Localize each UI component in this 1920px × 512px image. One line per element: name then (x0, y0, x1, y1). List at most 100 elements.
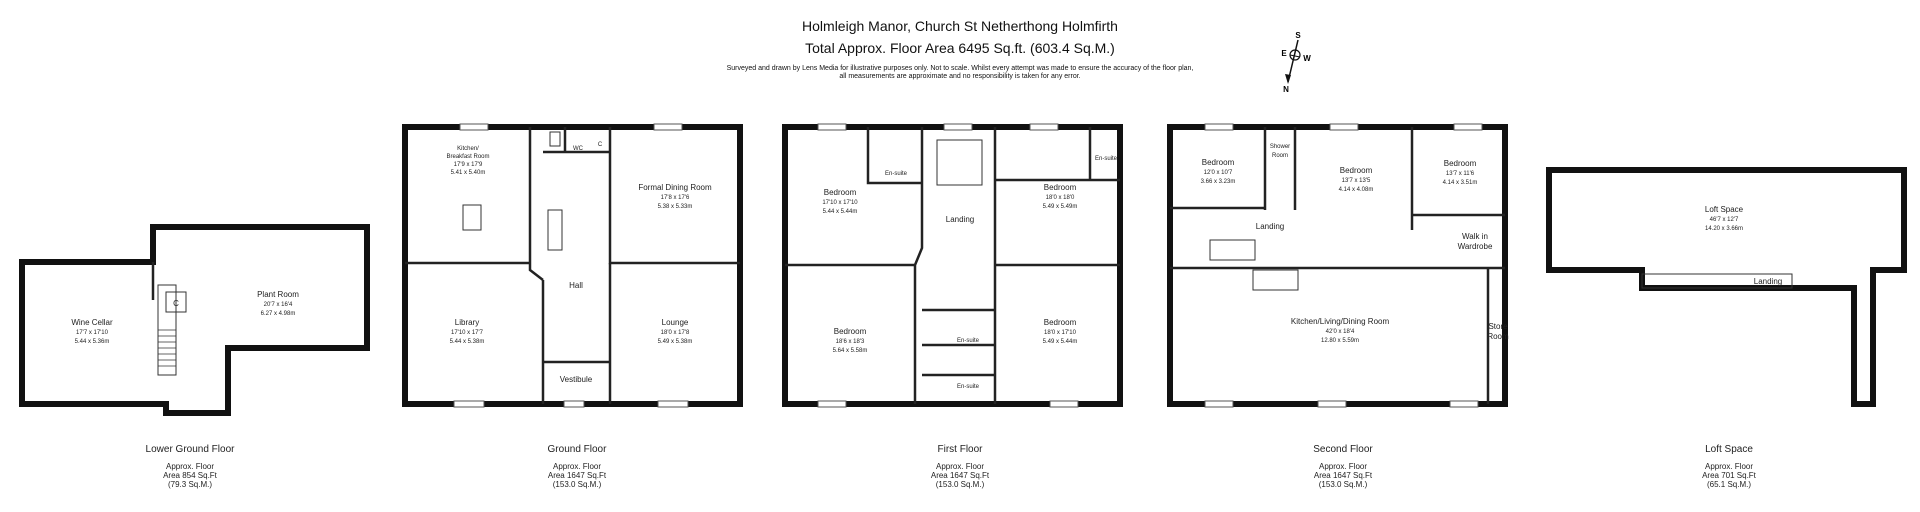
caption-ground-area: Area 1647 Sq.Ft (548, 471, 607, 480)
total-floor-area: Total Approx. Floor Area 6495 Sq.ft. (60… (805, 40, 1115, 56)
ff-ensuite-1-label: En-suite (885, 171, 908, 177)
plan-title: Holmleigh Manor, Church St Netherthong H… (802, 18, 1118, 34)
second-outline (1167, 124, 1508, 407)
caption-first-name: First Floor (938, 444, 984, 455)
wine-cellar-label: Wine Cellar (71, 318, 113, 327)
second-floor-plan: Bedroom 12'0 x 10'7 3.66 x 3.23m Shower … (1167, 123, 1509, 408)
compass-w: W (1303, 54, 1311, 63)
ff-ensuite-2-label: En-suite (1095, 156, 1118, 162)
kitchen-living-dim-metric: 12.80 x 5.59m (1321, 338, 1359, 344)
ground-stair-icon (547, 209, 563, 251)
lower-ground-outline (19, 224, 370, 416)
library-dim-imperial: 17'10 x 17'7 (451, 330, 484, 336)
ff-bedroom-1-dim-metric: 5.44 x 5.44m (823, 209, 858, 215)
library-dim-metric: 5.44 x 5.38m (450, 339, 485, 345)
ff-bedroom-4-label: Bedroom (1044, 318, 1077, 327)
compass-e: E (1281, 49, 1287, 58)
kitchen-dim-metric: 5.41 x 5.40m (451, 170, 486, 176)
library-label: Library (455, 318, 479, 327)
kitchen-label-2: Breakfast Room (446, 154, 489, 160)
ff-landing-label: Landing (946, 215, 974, 224)
caption-ground-area-m: (153.0 Sq.M.) (553, 480, 602, 489)
sf-bedroom-2-dim-imperial: 13'7 x 13'5 (1342, 178, 1371, 184)
loft-outline (1546, 167, 1907, 407)
ground-cupboard-label: C (598, 142, 603, 148)
sf-bedroom-3-dim-metric: 4.14 x 3.51m (1443, 180, 1478, 186)
caption-lower-ground-approx: Approx. Floor (166, 462, 214, 471)
caption-second-area: Area 1647 Sq.Ft (1314, 471, 1373, 480)
lower-ground-floor-plan: C Wine Cellar 17'7 x 17'10 5.44 x 5.36m … (19, 224, 370, 416)
plant-room-dim-metric: 6.27 x 4.98m (261, 311, 296, 317)
compass-icon: S E W N (1281, 31, 1311, 94)
loft-space-plan: Loft Space 46'7 x 12'7 14.20 x 3.66m Lan… (1546, 167, 1907, 407)
store-room-label: Store (1488, 322, 1508, 331)
caption-ground-name: Ground Floor (548, 444, 608, 455)
ff-ensuite-3-label: En-suite (957, 338, 980, 344)
ff-bedroom-4-dim-metric: 5.49 x 5.44m (1043, 339, 1078, 345)
loft-space-label: Loft Space (1705, 205, 1744, 214)
ff-bedroom-1-label: Bedroom (824, 188, 857, 197)
plant-room-dim-imperial: 20'7 x 16'4 (264, 302, 293, 308)
ff-bedroom-2-label: Bedroom (1044, 183, 1077, 192)
ff-bedroom-3-label: Bedroom (834, 327, 867, 336)
lg-cupboard-label: C (173, 299, 179, 308)
vestibule-label: Vestibule (560, 375, 593, 384)
walk-in-wardrobe-label: Walk in (1462, 232, 1488, 241)
floor-captions: Lower Ground Floor Approx. Floor Area 85… (146, 444, 1757, 489)
caption-loft-area-m: (65.1 Sq.M.) (1707, 480, 1751, 489)
dining-room-label: Formal Dining Room (638, 183, 712, 192)
compass-s: S (1295, 31, 1301, 40)
sf-bedroom-3-label: Bedroom (1444, 159, 1477, 168)
walk-in-wardrobe-label-2: Wardrobe (1458, 242, 1493, 251)
kitchen-label: Kitchen/ (457, 146, 479, 152)
caption-first-area-m: (153.0 Sq.M.) (936, 480, 985, 489)
caption-second-area-m: (153.0 Sq.M.) (1319, 480, 1368, 489)
sf-bedroom-2-label: Bedroom (1340, 166, 1373, 175)
shower-room-label: Shower (1270, 144, 1290, 150)
kitchen-living-dim-imperial: 42'0 x 18'4 (1326, 329, 1355, 335)
wc-toilet-icon (549, 131, 561, 147)
sf-bedroom-1-dim-metric: 3.66 x 3.23m (1201, 179, 1236, 185)
ff-bedroom-3-dim-metric: 5.64 x 5.58m (833, 348, 868, 354)
caption-lower-ground-area: Area 854 Sq.Ft (163, 471, 218, 480)
loft-space-dim-imperial: 46'7 x 12'7 (1710, 217, 1739, 223)
sf-landing-label: Landing (1256, 222, 1284, 231)
caption-first-approx: Approx. Floor (936, 462, 984, 471)
ff-bedroom-2-dim-metric: 5.49 x 5.49m (1043, 204, 1078, 210)
ff-bedroom-3-dim-imperial: 18'6 x 18'3 (836, 339, 865, 345)
wine-cellar-dim-metric: 5.44 x 5.36m (75, 339, 110, 345)
caption-lower-ground-name: Lower Ground Floor (146, 444, 236, 455)
ff-bedroom-4-dim-imperial: 18'0 x 17'10 (1044, 330, 1077, 336)
caption-second-name: Second Floor (1313, 444, 1373, 455)
ff-ensuite-4-label: En-suite (957, 384, 980, 390)
loft-landing-label: Landing (1754, 277, 1782, 286)
shower-room-label-2: Room (1272, 153, 1288, 159)
sf-bedroom-1-label: Bedroom (1202, 158, 1235, 167)
compass-n: N (1283, 85, 1289, 94)
first-stair-icon (936, 139, 983, 186)
kitchen-island (462, 204, 482, 231)
sf-bedroom-2-dim-metric: 4.14 x 4.08m (1339, 187, 1374, 193)
disclaimer-line-1: Surveyed and drawn by Lens Media for ill… (726, 65, 1194, 72)
ground-floor-plan: Kitchen/ Breakfast Room 17'9 x 17'9 5.41… (402, 123, 743, 408)
lounge-dim-imperial: 18'0 x 17'8 (661, 330, 690, 336)
caption-loft-name: Loft Space (1705, 444, 1753, 455)
wc-label: WC (573, 146, 584, 152)
kitchen-dim-imperial: 17'9 x 17'9 (454, 162, 483, 168)
sf-bedroom-3-dim-imperial: 13'7 x 11'6 (1446, 171, 1475, 177)
caption-lower-ground-area-m: (79.3 Sq.M.) (168, 480, 212, 489)
dining-room-dim-imperial: 17'8 x 17'6 (661, 195, 690, 201)
caption-loft-approx: Approx. Floor (1705, 462, 1753, 471)
plant-room-label: Plant Room (257, 290, 299, 299)
caption-loft-area: Area 701 Sq.Ft (1702, 471, 1757, 480)
hall-label: Hall (569, 281, 583, 290)
wine-cellar-dim-imperial: 17'7 x 17'10 (76, 330, 109, 336)
store-room-label-2: Room (1487, 332, 1509, 341)
sf-bedroom-1-dim-imperial: 12'0 x 10'7 (1204, 170, 1233, 176)
caption-second-approx: Approx. Floor (1319, 462, 1367, 471)
loft-space-dim-metric: 14.20 x 3.66m (1705, 226, 1743, 232)
lounge-dim-metric: 5.49 x 5.38m (658, 339, 693, 345)
caption-ground-approx: Approx. Floor (553, 462, 601, 471)
first-floor-plan: Bedroom 17'10 x 17'10 5.44 x 5.44m En-su… (782, 123, 1123, 408)
